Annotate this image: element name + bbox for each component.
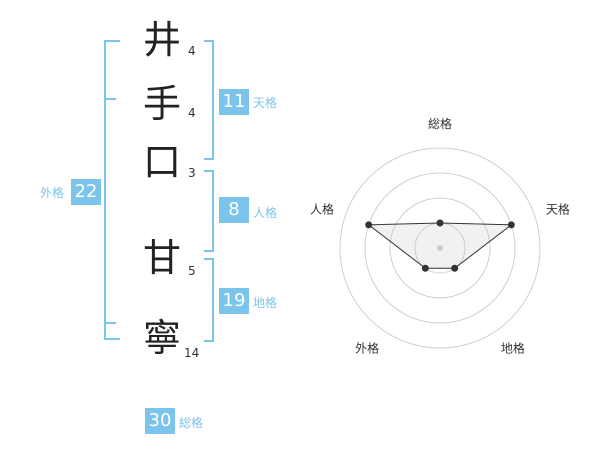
jinkaku-bracket — [204, 170, 214, 252]
jinkaku-label: 人格 — [253, 206, 278, 220]
name-char-3: 口 — [142, 140, 181, 184]
stroke-count-1: 4 — [188, 44, 196, 58]
radar-axis-label-2: 天格 — [546, 202, 570, 217]
radar-axis-label-4: 外格 — [355, 340, 379, 355]
gaikaku-bracket — [104, 40, 120, 340]
gaikaku-value: 22 — [71, 179, 101, 205]
radar-center — [437, 245, 443, 251]
radar-point-4 — [421, 264, 429, 272]
jinkaku-value: 8 — [219, 197, 249, 223]
name-char-4: 甘 — [142, 236, 181, 280]
radar-point-2 — [507, 221, 515, 229]
chikaku-label: 地格 — [253, 296, 278, 310]
stroke-count-3: 3 — [188, 166, 196, 180]
radar-ring-2 — [389, 197, 491, 299]
chikaku-bracket — [204, 258, 214, 342]
chikaku-value: 19 — [219, 288, 249, 314]
stroke-count-2: 4 — [188, 106, 196, 120]
tenkaku-bracket — [204, 40, 214, 160]
radar-ring-3 — [364, 172, 516, 324]
radar-axis-label-1: 総格 — [428, 116, 452, 131]
gaikaku-tick-2 — [104, 322, 116, 324]
gaikaku-tick-1 — [104, 98, 116, 100]
radar-axis-label-3: 地格 — [501, 340, 525, 355]
radar-point-1 — [436, 219, 444, 227]
stroke-count-4: 5 — [188, 264, 196, 278]
name-char-1: 井 — [142, 18, 181, 62]
name-char-5: 寧 — [142, 316, 181, 360]
gaikaku-label: 外格 — [40, 186, 65, 200]
radar-axis-label-5: 人格 — [310, 202, 334, 217]
tenkaku-label: 天格 — [253, 96, 278, 110]
soukaku-value: 30 — [145, 408, 175, 434]
stroke-count-5: 14 — [184, 346, 200, 360]
radar-ring-4 — [339, 147, 541, 349]
radar-point-3 — [451, 264, 459, 272]
name-char-2: 手 — [142, 82, 181, 126]
tenkaku-value: 11 — [219, 89, 249, 115]
soukaku-label: 総格 — [179, 416, 204, 430]
radar-point-5 — [365, 221, 373, 229]
